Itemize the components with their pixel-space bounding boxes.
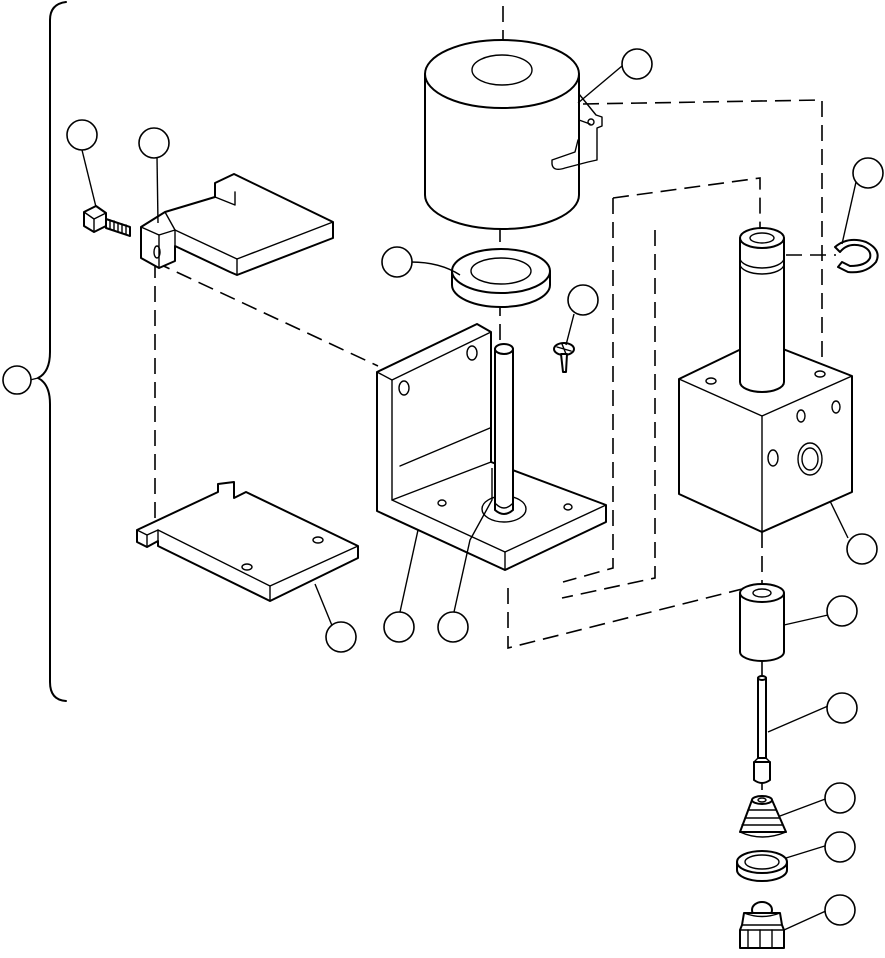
sleeve (739, 583, 785, 662)
angle-bracket-top (140, 173, 334, 276)
callout-assembly (2, 365, 32, 395)
solenoid-coil (424, 39, 603, 230)
callout-coil-washer (381, 246, 413, 278)
callout-seal-washer (824, 831, 856, 863)
alignment-lines (154, 6, 836, 790)
callout-small-screw (567, 284, 599, 316)
bottom-plate (136, 481, 359, 602)
pin (753, 675, 771, 784)
callout-angle-bracket-top (138, 127, 170, 159)
assembly-brace (37, 1, 67, 702)
callout-valve-body (846, 533, 878, 565)
retaining-ring (834, 238, 879, 274)
valve-body (678, 227, 853, 533)
callout-pin (826, 692, 858, 724)
seal-washer (736, 850, 788, 882)
screw-left (83, 205, 131, 237)
leader-lines (29, 65, 857, 931)
callout-plug-fitting (824, 894, 856, 926)
poppet-seat (739, 795, 787, 838)
callout-plunger-tube (437, 611, 469, 643)
callout-l-bracket (383, 611, 415, 643)
l-bracket (376, 323, 607, 571)
callout-sleeve (826, 595, 858, 627)
callout-solenoid-coil (621, 48, 653, 80)
callouts (2, 48, 884, 926)
callout-poppet-seat (824, 782, 856, 814)
callout-retaining-ring (852, 157, 884, 189)
callout-bottom-plate (325, 621, 357, 653)
callout-screw-left (66, 119, 98, 151)
coil-washer (451, 248, 551, 308)
plug-fitting (739, 901, 785, 949)
small-screw (553, 342, 575, 373)
